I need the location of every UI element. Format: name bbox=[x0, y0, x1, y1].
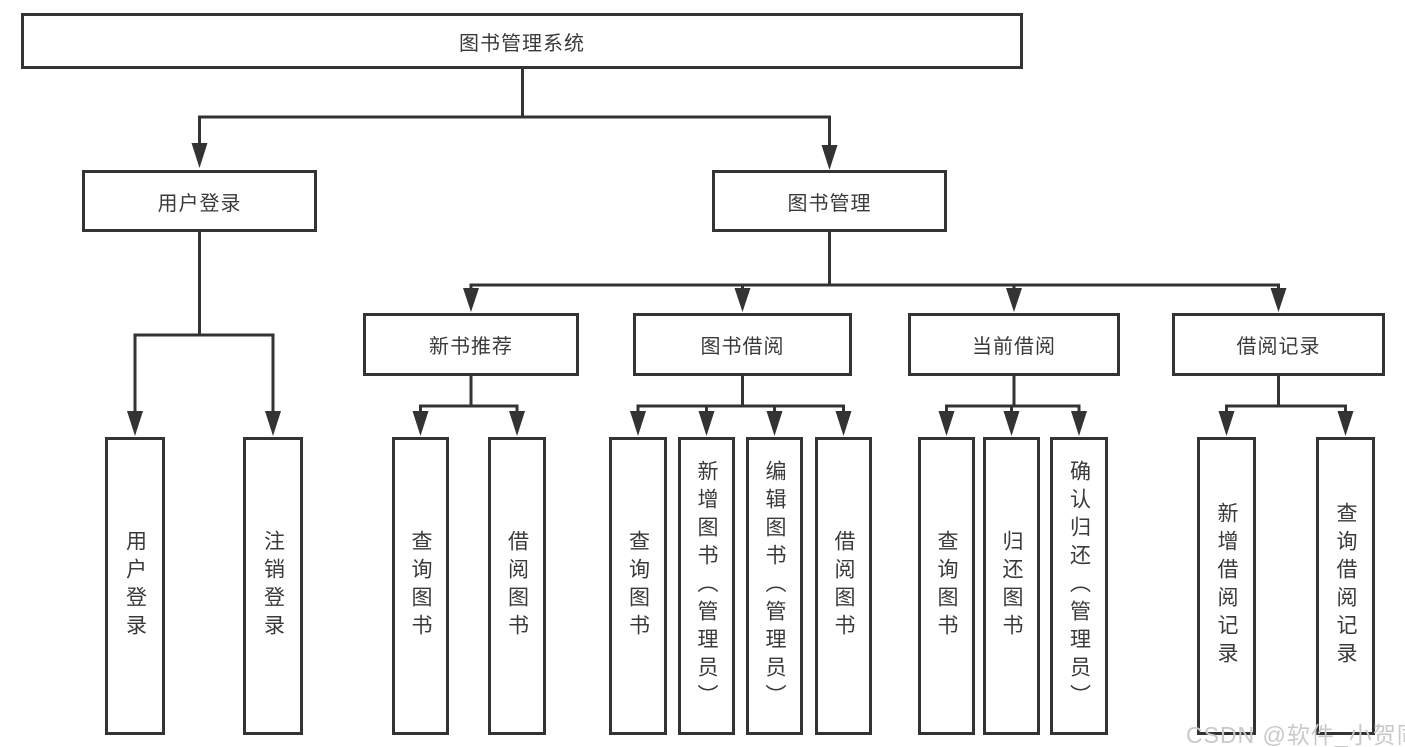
node-new-book-recommendation: 新书推荐 bbox=[363, 313, 579, 376]
node-label: 新增图书（管理员） bbox=[695, 460, 718, 712]
leaf-query-books-current: 查询图书 bbox=[918, 437, 975, 735]
arrow-down-icon bbox=[1270, 288, 1287, 312]
node-label: 用户登录 bbox=[157, 192, 242, 215]
node-book-management: 图书管理 bbox=[712, 170, 947, 232]
leaf-query-books-borrowing: 查询图书 bbox=[609, 437, 667, 735]
arrow-down-icon bbox=[1071, 411, 1087, 436]
node-borrowing-records: 借阅记录 bbox=[1172, 313, 1385, 376]
node-label: 借阅记录 bbox=[1236, 336, 1321, 358]
arrow-down-icon bbox=[412, 411, 429, 436]
node-label: 图书管理系统 bbox=[459, 32, 585, 55]
leaf-edit-books-admin: 编辑图书（管理员） bbox=[746, 437, 803, 735]
node-label: 查询图书 bbox=[409, 530, 432, 642]
node-label: 图书管理 bbox=[787, 192, 872, 215]
arrow-down-icon bbox=[821, 145, 838, 170]
leaf-add-borrow-record: 新增借阅记录 bbox=[1197, 437, 1256, 735]
node-label: 借阅图书 bbox=[505, 530, 529, 642]
node-label: 新书推荐 bbox=[429, 336, 513, 358]
node-label: 编辑图书（管理员） bbox=[763, 460, 786, 712]
arrow-down-icon bbox=[938, 411, 955, 436]
arrow-down-icon bbox=[1006, 288, 1022, 312]
node-label: 归还图书 bbox=[1000, 530, 1023, 642]
arrow-down-icon bbox=[630, 411, 646, 436]
arrow-down-icon bbox=[766, 411, 783, 436]
leaf-query-books-recommend: 查询图书 bbox=[392, 437, 449, 735]
arrow-down-icon bbox=[127, 411, 143, 436]
arrow-down-icon bbox=[835, 411, 852, 436]
node-label: 注销登录 bbox=[261, 530, 285, 642]
node-label: 图书借阅 bbox=[700, 336, 785, 358]
arrow-down-icon bbox=[463, 288, 479, 312]
arrow-down-icon bbox=[191, 143, 208, 168]
leaf-query-borrow-record: 查询借阅记录 bbox=[1316, 437, 1375, 735]
leaf-add-books-admin: 新增图书（管理员） bbox=[678, 437, 735, 735]
leaf-borrow-books: 借阅图书 bbox=[815, 437, 872, 735]
arrow-down-icon bbox=[1218, 411, 1235, 436]
leaf-borrow-books-recommend: 借阅图书 bbox=[488, 437, 546, 735]
leaf-confirm-return-admin: 确认归还（管理员） bbox=[1050, 437, 1108, 735]
node-label: 新增借阅记录 bbox=[1215, 502, 1238, 670]
csdn-watermark: CSDN @软件_小贺同学 bbox=[1186, 722, 1405, 747]
node-label: 用户登录 bbox=[123, 530, 147, 642]
node-library-management-system: 图书管理系统 bbox=[21, 13, 1023, 69]
node-label: 借阅图书 bbox=[832, 530, 855, 642]
node-label: 查询图书 bbox=[935, 530, 958, 642]
node-book-borrowing: 图书借阅 bbox=[633, 313, 852, 376]
node-label: 当前借阅 bbox=[972, 336, 1056, 358]
node-label: 确认归还（管理员） bbox=[1067, 460, 1091, 712]
node-label: 查询图书 bbox=[626, 530, 650, 642]
node-label: 查询借阅记录 bbox=[1334, 502, 1357, 670]
arrow-down-icon bbox=[265, 411, 281, 436]
arrow-down-icon bbox=[1337, 411, 1354, 436]
arrow-down-icon bbox=[698, 411, 715, 436]
leaf-return-books: 归还图书 bbox=[983, 437, 1040, 735]
arrow-down-icon bbox=[734, 288, 751, 312]
leaf-user-login: 用户登录 bbox=[105, 437, 165, 735]
node-user-login: 用户登录 bbox=[82, 170, 317, 232]
arrow-down-icon bbox=[1003, 411, 1020, 436]
node-current-borrowing: 当前借阅 bbox=[908, 313, 1120, 376]
leaf-logout: 注销登录 bbox=[243, 437, 303, 735]
arrow-down-icon bbox=[509, 411, 525, 436]
